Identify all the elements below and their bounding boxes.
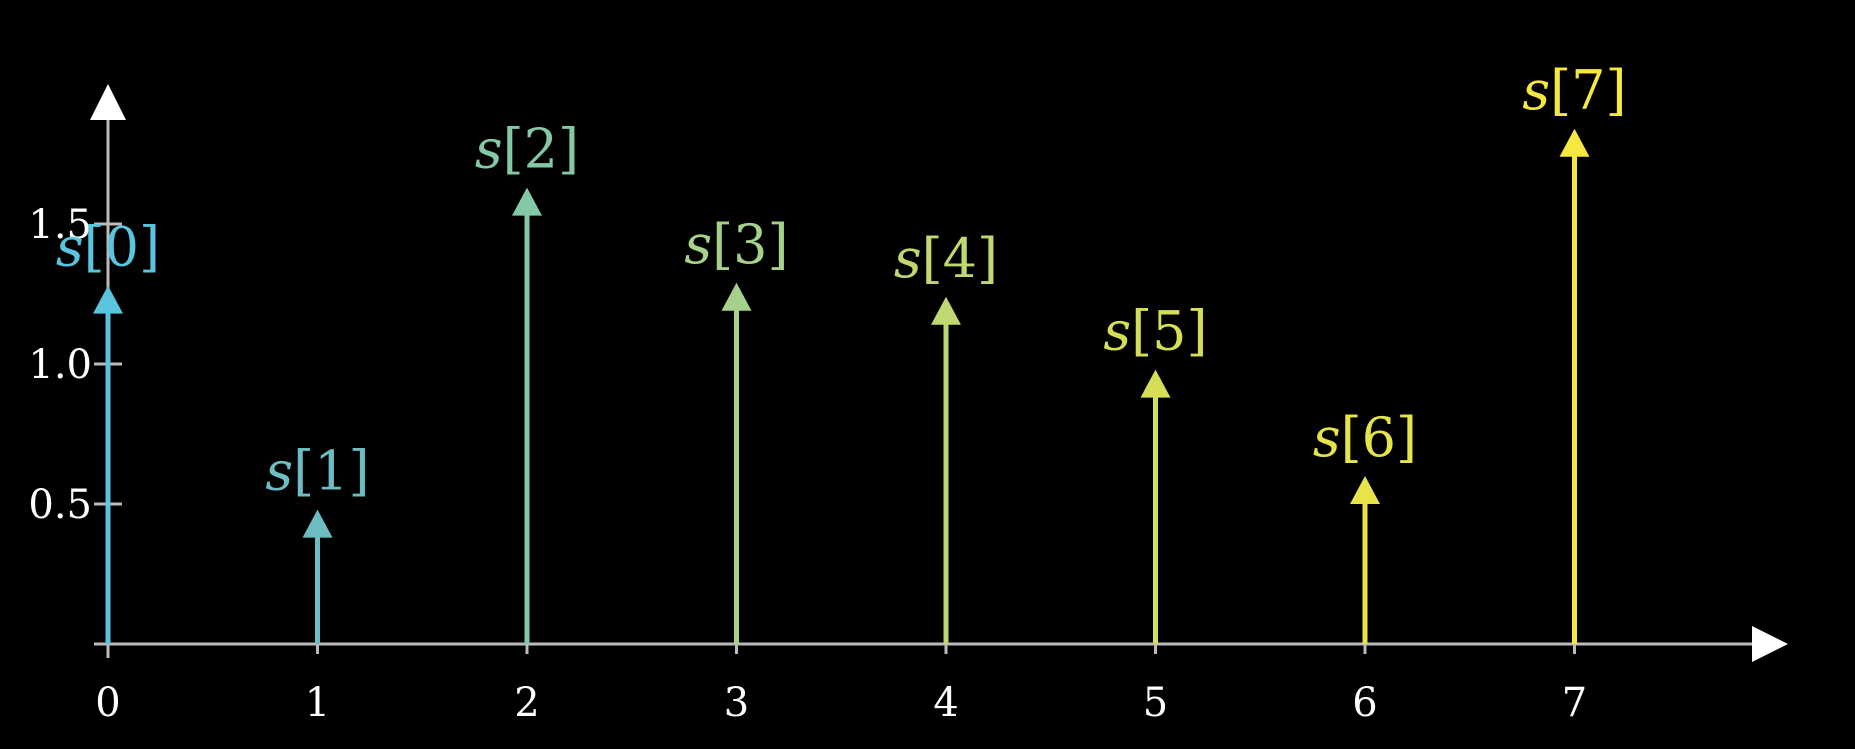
x-tick-label: 3 <box>724 680 749 726</box>
stem-4: s[4] <box>894 227 998 644</box>
stem-arrowhead <box>931 296 961 325</box>
stem-arrowhead <box>1559 128 1590 157</box>
stem-label: s[7] <box>1522 59 1626 122</box>
axes <box>90 84 1788 662</box>
stem-2: s[2] <box>475 118 579 644</box>
stem-arrowhead <box>512 187 542 216</box>
x-tick-label: 2 <box>514 680 539 726</box>
y-tick-label: 1.0 <box>28 342 92 388</box>
stem-6: s[6] <box>1313 406 1417 644</box>
stem-label: s[1] <box>265 440 369 503</box>
x-tick-label: 1 <box>305 680 330 726</box>
y-tick-label: 0.5 <box>28 482 92 528</box>
stem-3: s[3] <box>684 213 789 644</box>
stem-0: s[0] <box>56 216 160 644</box>
stem-1: s[1] <box>265 440 370 644</box>
x-tick-label: 0 <box>95 680 120 726</box>
y-axis-arrowhead <box>90 84 126 120</box>
stem-arrowhead <box>302 509 333 538</box>
x-tick-label: 6 <box>1352 680 1377 726</box>
stem-arrowhead <box>1140 369 1171 398</box>
x-tick-label: 7 <box>1562 680 1587 726</box>
stem-label: s[3] <box>684 213 788 276</box>
y-tick-label: 1.5 <box>28 202 92 248</box>
stem-5: s[5] <box>1103 300 1208 644</box>
x-ticks: 0 1 2 3 4 5 6 7 <box>95 634 1587 726</box>
x-tick-label: 5 <box>1143 680 1168 726</box>
stem-arrowhead <box>721 282 752 311</box>
stem-arrowhead <box>93 285 123 314</box>
stem-label: s[0] <box>56 216 160 279</box>
stem-label: s[6] <box>1313 406 1417 469</box>
x-axis-arrowhead <box>1752 626 1788 662</box>
stem-arrowhead <box>1350 476 1380 504</box>
y-ticks: 0.5 1.0 1.5 <box>28 202 122 528</box>
x-tick-label: 4 <box>933 680 958 726</box>
stem-label: s[4] <box>894 227 998 290</box>
stems: s[0] s[1] s[2] s[3] s[4] s[5] s[6] s[7] <box>56 59 1627 644</box>
stem-label: s[2] <box>475 118 579 181</box>
stem-label: s[5] <box>1103 300 1207 363</box>
stem-7: s[7] <box>1522 59 1627 644</box>
